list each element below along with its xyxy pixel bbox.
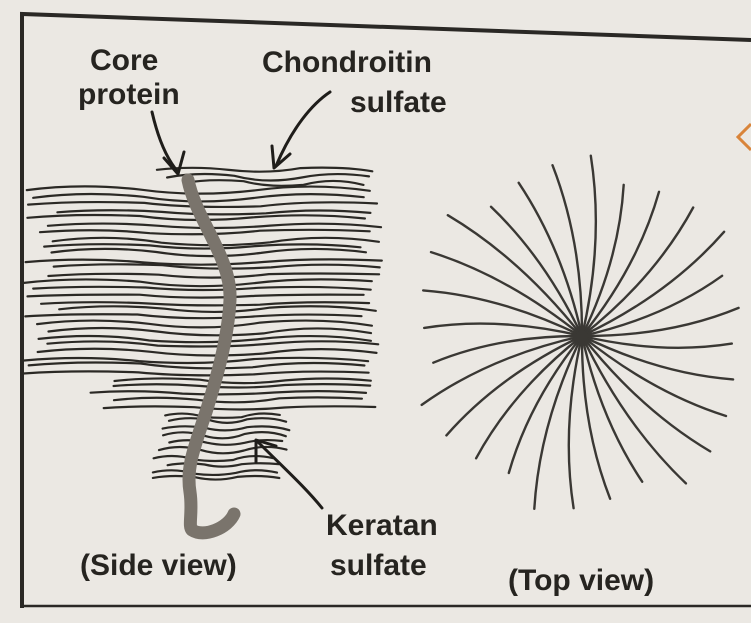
- top-view-caption: (Top view): [508, 564, 654, 597]
- chondroitin-label-line2: sulfate: [350, 86, 447, 119]
- keratan-label-line2: sulfate: [330, 549, 427, 582]
- core-protein-label-line2: protein: [78, 78, 180, 111]
- core-protein-label-line1: Core: [90, 44, 158, 77]
- chondroitin-label-line1: Chondroitin: [262, 46, 432, 79]
- keratan-label-line1: Keratan: [326, 509, 438, 542]
- side-view-caption: (Side view): [80, 549, 237, 582]
- top-view-core-hub: [576, 330, 588, 342]
